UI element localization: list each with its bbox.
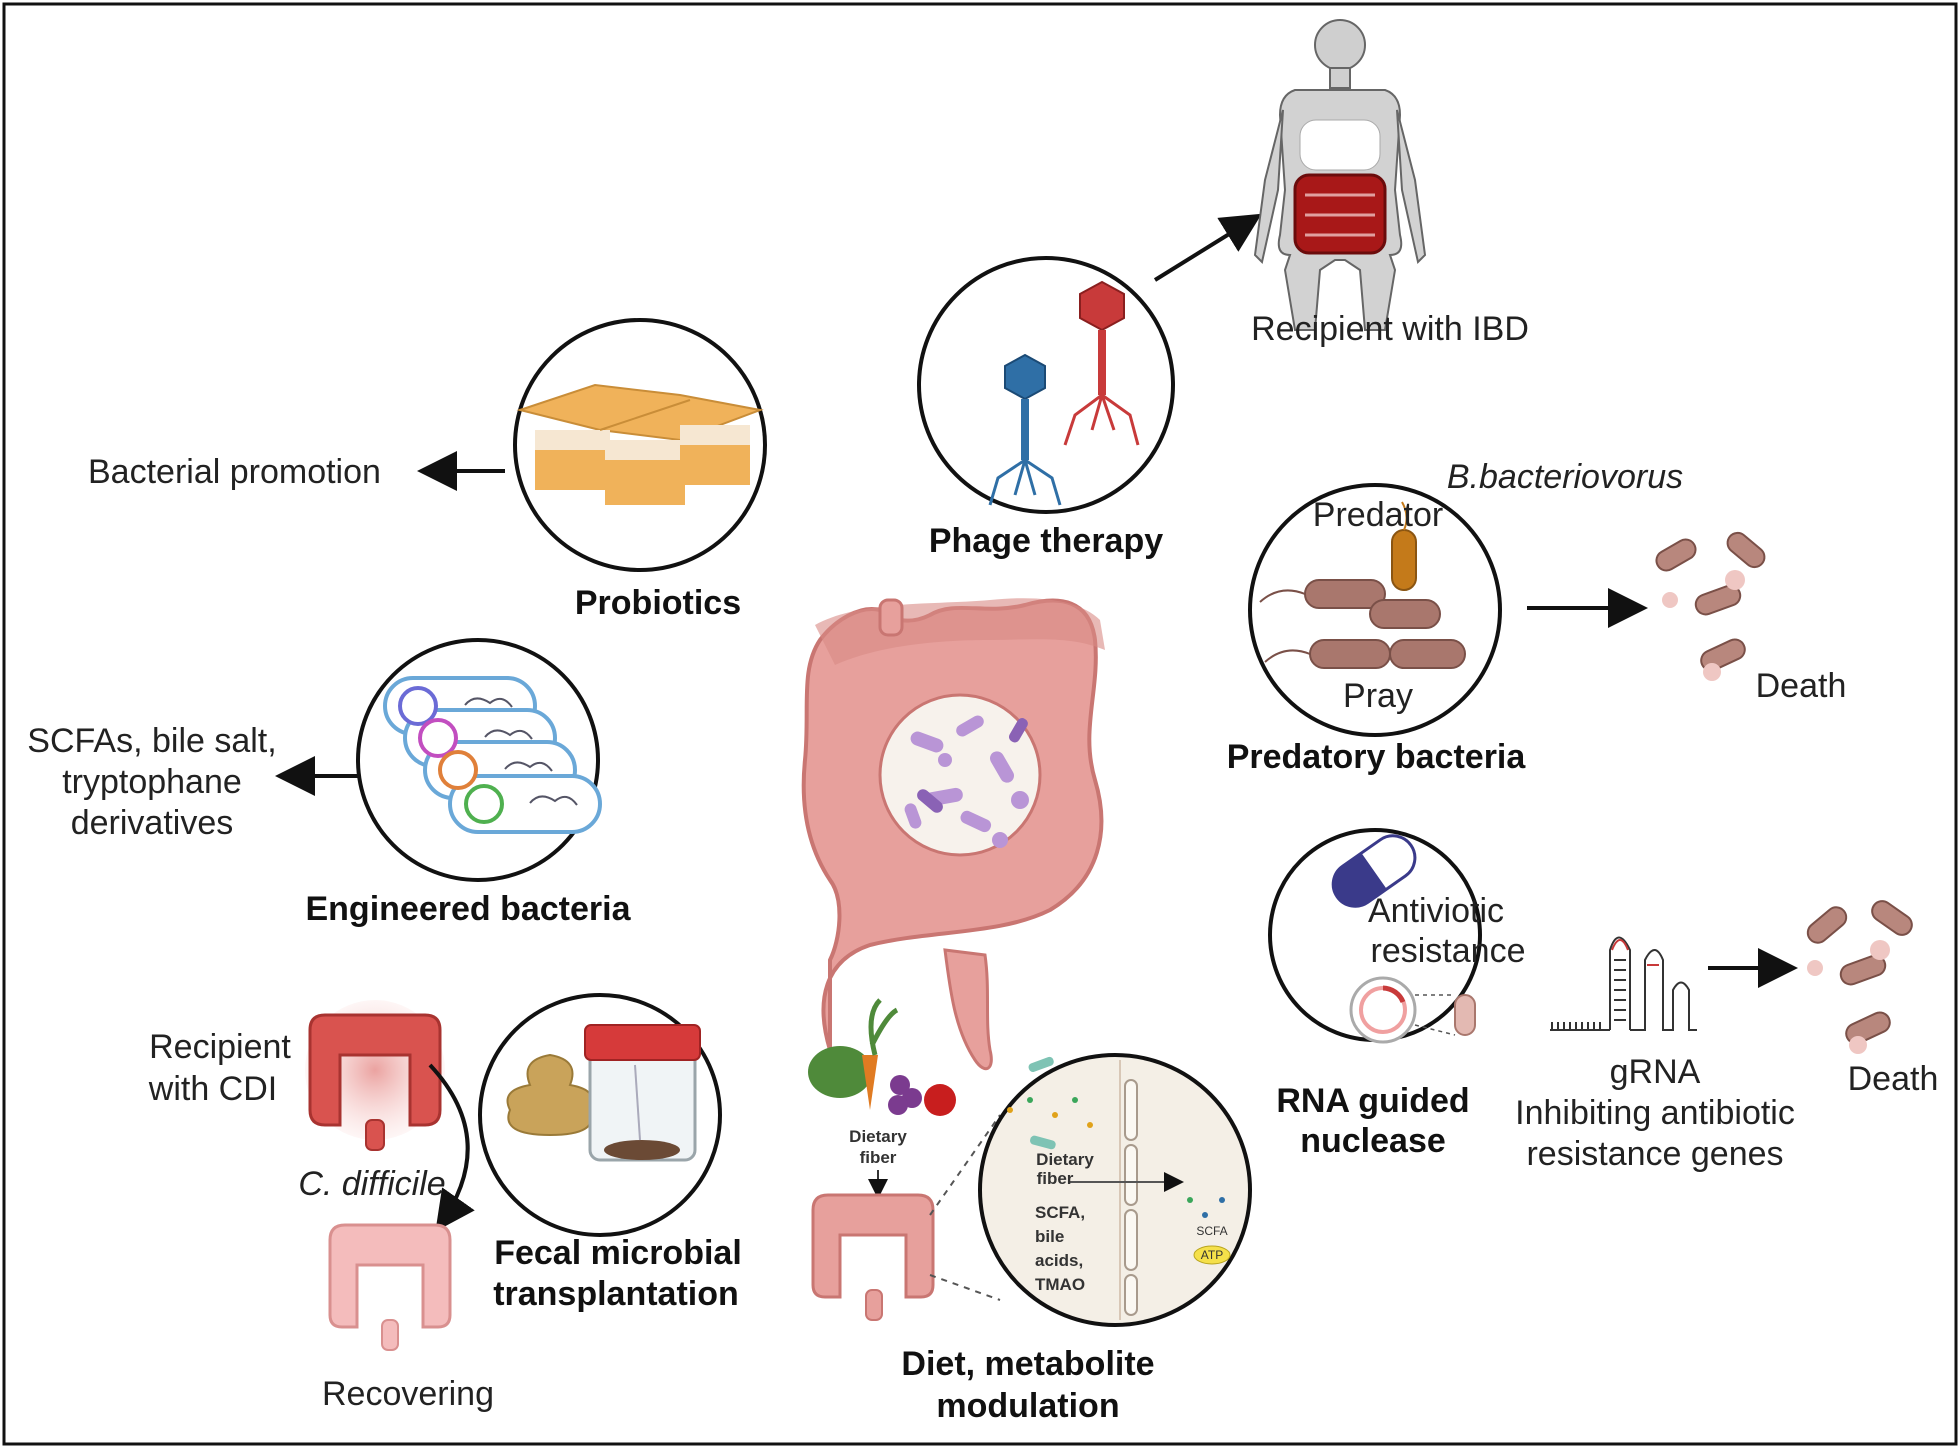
predator-label: Predator <box>1313 496 1443 534</box>
grna-line-1: gRNA <box>1610 1053 1701 1091</box>
predatory-bacteria-title: Predatory bacteria <box>1227 738 1527 776</box>
prey-label: Pray <box>1343 677 1413 715</box>
specimen-jar-icon <box>584 1024 701 1162</box>
engineered-bacteria-title: Engineered bacteria <box>305 890 631 928</box>
phage-therapy-arrow <box>1153 213 1262 282</box>
fmt-curved-arrow <box>428 1063 475 1232</box>
fmt-title-line-1: Fecal microbial <box>494 1234 742 1272</box>
bacteriophage-icon <box>988 280 1140 506</box>
rna-nuclease-inner-line-2: resistance <box>1371 932 1526 970</box>
yogurt-cups-icon <box>516 383 764 505</box>
rna-nuclease-inner-line-1: Antiviotic <box>1368 892 1504 930</box>
engineered-bacteria-effect-line-2: tryptophane <box>62 763 242 801</box>
grna-icon <box>1550 936 1697 1031</box>
intestine-icon <box>1293 173 1387 255</box>
fmt-outcome: Recovering <box>322 1375 494 1413</box>
probiotics-title: Probiotics <box>575 584 741 622</box>
small-colon-icon <box>811 1193 935 1321</box>
fmt-recipient-line-1: Recipient <box>149 1028 291 1066</box>
human-body-icon <box>1253 19 1427 331</box>
diet-node: Dietary fiber <box>808 998 1252 1425</box>
probiotics-effect: Bacterial promotion <box>88 453 381 491</box>
fmt-recipient-line-2: with CDI <box>148 1070 277 1108</box>
diet-zoom-fiber-line-1: Dietary <box>1036 1150 1094 1169</box>
rna-nuclease-title-line-2: nuclease <box>1300 1122 1446 1160</box>
phage-therapy-target: Recipient with IBD <box>1251 310 1529 348</box>
capsule-icon <box>1331 834 1417 908</box>
engineered-bacteria-effect-line-1: SCFAs, bile salt, <box>27 722 276 760</box>
rna-nuclease-outcome: Death <box>1848 1060 1939 1098</box>
diet-fiber-line-2: fiber <box>860 1148 897 1167</box>
recovering-colon-icon <box>328 1223 452 1351</box>
atp-badge <box>1193 1245 1231 1265</box>
inflamed-colon-icon <box>305 1000 445 1151</box>
diet-title-line-2: modulation <box>936 1387 1119 1425</box>
grna-line-3: resistance genes <box>1526 1135 1783 1173</box>
predator-bacterium <box>1391 529 1417 591</box>
plasmid-bacteria-icon <box>383 676 602 834</box>
fmt-pathogen: C. difficile <box>298 1165 445 1203</box>
diet-fiber-line-1: Dietary <box>849 1127 907 1146</box>
fmt-title-line-2: transplantation <box>493 1275 739 1313</box>
predatory-bacteria-node: B.bacteriovorus Predator Pray Predatory … <box>1227 458 1847 776</box>
diet-metabolite-line-2: bile <box>1035 1227 1064 1246</box>
diet-atp-tag: ATP <box>1201 1248 1223 1262</box>
phage-therapy-node: Phage therapy <box>917 213 1262 560</box>
diet-metabolite-line-3: acids, <box>1035 1251 1083 1270</box>
diet-metabolite-line-4: TMAO <box>1035 1275 1085 1294</box>
dead-bacteria-icon-2 <box>1806 900 1913 1054</box>
plasmid-icon <box>1349 976 1476 1044</box>
prey-bacteria <box>1304 579 1466 669</box>
phage-therapy-title: Phage therapy <box>929 522 1163 560</box>
dead-bacteria-icon <box>1655 531 1766 681</box>
diet-title-line-1: Diet, metabolite <box>901 1345 1154 1383</box>
diet-scfa-tag: SCFA <box>1196 1224 1227 1238</box>
diet-metabolite-line-1: SCFA, <box>1035 1203 1085 1222</box>
vegetables-icon <box>808 998 956 1116</box>
fmt-node: Recipient with CDI C. difficile Recoveri… <box>148 993 742 1413</box>
grna-line-2: Inhibiting antibiotic <box>1515 1094 1795 1132</box>
probiotics-node: Bacterial promotion Probiotics <box>88 318 767 622</box>
predatory-bacteria-outcome: Death <box>1756 667 1847 705</box>
predatory-bacteria-species: B.bacteriovorus <box>1447 458 1683 496</box>
gut-lumen-zoom: Dietary fiber SCFA, bile acids, TMAO SCF… <box>978 1053 1252 1327</box>
engineered-bacteria-node: SCFAs, bile salt, tryptophane derivative… <box>27 638 632 928</box>
engineered-bacteria-effect-line-3: derivatives <box>71 804 234 842</box>
rna-nuclease-node: Antiviotic resistance RNA guided nucleas… <box>1268 828 1939 1173</box>
colon-with-microbiota-icon <box>801 598 1105 1071</box>
stool-icon <box>506 1053 594 1137</box>
rna-nuclease-title-line-1: RNA guided <box>1276 1082 1469 1120</box>
diet-zoom-fiber-line-2: fiber <box>1037 1169 1074 1188</box>
